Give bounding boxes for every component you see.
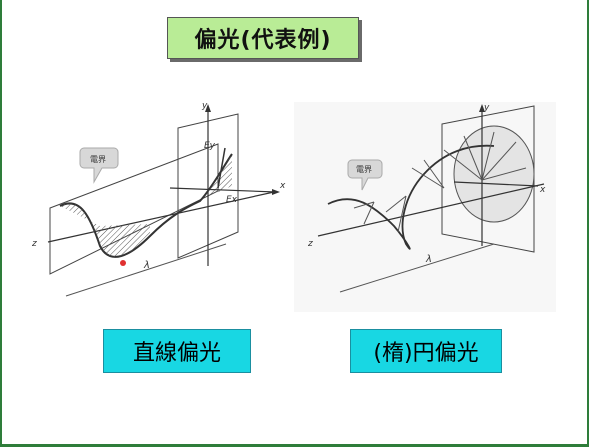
linear-polarization-diagram: 電界 y x z Ey Ex λ	[31, 101, 286, 297]
helix-wave	[327, 144, 495, 250]
z-axis	[47, 191, 275, 243]
frame-left-border	[0, 0, 2, 447]
frame-bottom-border	[0, 444, 589, 447]
y-axis-arrowhead	[479, 104, 485, 112]
field-callout	[347, 159, 383, 191]
wave-hatch-2	[100, 224, 150, 257]
x-axis	[169, 187, 277, 193]
frame-right-border	[587, 0, 589, 447]
wave-hatch-3	[200, 154, 232, 201]
wavelength-line	[339, 243, 495, 293]
ex-label: Ex	[226, 195, 238, 205]
transverse-plane	[177, 113, 239, 259]
field-vectors	[353, 131, 527, 233]
wavelength-label: λ	[143, 260, 150, 271]
field-label-right: 電界	[356, 165, 372, 174]
field-label-left: 電界	[90, 155, 106, 164]
slide-title: 偏光(代表例)	[167, 17, 359, 59]
x-axis	[453, 181, 539, 187]
z-axis-label: z	[307, 239, 313, 249]
elliptical-polarization-label: (楕)円偏光	[350, 329, 502, 373]
z-axis	[317, 183, 545, 237]
x-axis-arrowhead	[272, 189, 280, 195]
wavelength-line	[65, 243, 227, 297]
wave-hatch-1	[60, 203, 100, 246]
elliptical-polarization-diagram: 電界 y x z λ	[294, 102, 556, 312]
polarization-ellipse	[453, 125, 535, 223]
y-axis-label: y	[201, 101, 208, 111]
z-axis-label: z	[31, 239, 37, 249]
wavelength-label: λ	[425, 254, 432, 265]
ey-label: Ey	[204, 141, 216, 151]
transverse-plane	[441, 105, 535, 253]
linear-polarization-label: 直線偏光	[103, 329, 251, 373]
pointer-dot	[120, 260, 126, 266]
e-field-wave	[59, 153, 233, 258]
x-axis-label: x	[539, 185, 546, 195]
field-callout	[79, 147, 119, 184]
x-axis-label: x	[279, 181, 286, 191]
y-axis-label: y	[483, 103, 490, 113]
y-axis-arrowhead	[205, 104, 211, 112]
ey-arrow	[217, 147, 226, 189]
